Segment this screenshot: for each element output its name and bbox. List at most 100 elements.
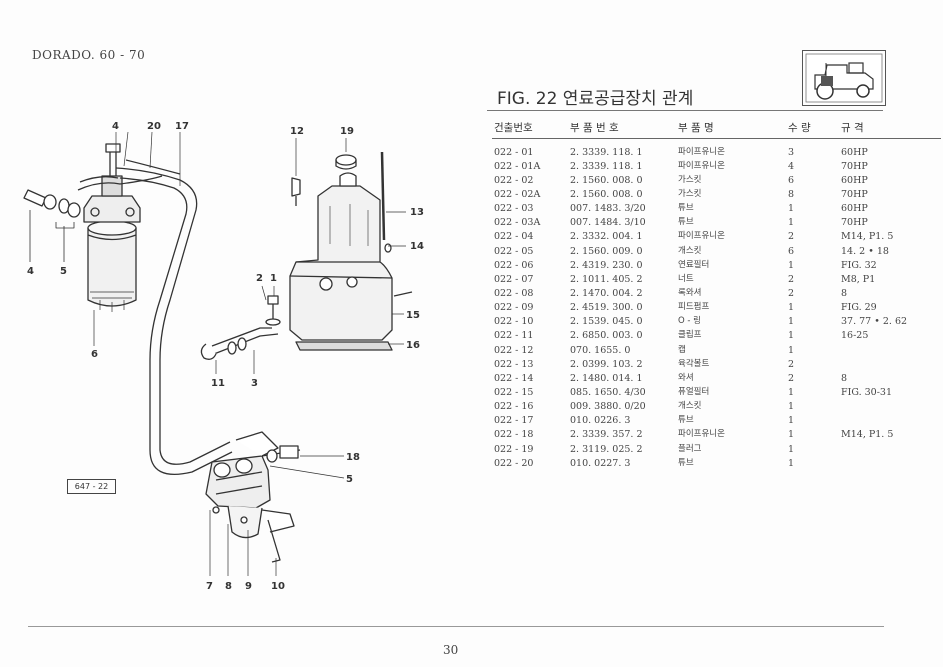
cell-part-number: 2. 6850. 003. 0 (570, 330, 643, 342)
callout-6: 6 (91, 349, 98, 360)
left-pipe-unions (23, 189, 81, 262)
cell-part-name: 퓨얼필터 (678, 386, 710, 397)
callout-13: 13 (410, 207, 424, 218)
cell-part-number: 2. 3339. 118. 1 (570, 160, 643, 172)
cell-part-number: 009. 3880. 0/20 (570, 401, 646, 413)
cell-quantity: 1 (788, 457, 795, 469)
cell-quantity: 2 (788, 372, 795, 384)
cell-quantity: 2 (788, 231, 795, 243)
cell-spec: 16-25 (841, 330, 869, 342)
cell-ref-number: 022 - 01A (494, 160, 541, 172)
cell-quantity: 1 (788, 203, 795, 215)
cell-quantity: 2 (788, 273, 795, 285)
cell-spec: M8, P1 (841, 273, 876, 285)
callout-5-right: 5 (346, 474, 353, 485)
cell-part-name: 튜브 (678, 457, 694, 468)
tractor-thumbnail (802, 50, 886, 106)
cell-part-name: 파이프유니온 (678, 231, 725, 242)
cell-quantity: 1 (788, 330, 795, 342)
cell-quantity: 1 (788, 401, 795, 413)
cell-part-number: 2. 0399. 103. 2 (570, 358, 643, 370)
cell-spec: 70HP (841, 188, 868, 200)
column-header-part-number: 부 품 번 호 (570, 121, 619, 134)
callout-20b: 20 (147, 121, 161, 132)
cell-part-name: 캡 (678, 344, 686, 355)
cell-spec: 14. 2 • 18 (841, 245, 889, 257)
cell-part-number: 2. 3119. 025. 2 (570, 443, 643, 455)
cell-part-name: 파이프유니온 (678, 160, 725, 171)
cell-spec: 60HP (841, 174, 868, 186)
cell-part-number: 2. 1539. 045. 0 (570, 316, 643, 328)
cell-ref-number: 022 - 20 (494, 457, 534, 469)
callout-8: 8 (225, 581, 232, 592)
cell-part-name: 개스킷 (678, 401, 702, 412)
page-number: 30 (443, 643, 459, 657)
cell-ref-number: 022 - 13 (494, 358, 534, 370)
cell-ref-number: 022 - 11 (494, 330, 534, 342)
callout-3: 3 (251, 378, 258, 389)
figure-title: FIG. 22 연료공급장치 관계 (497, 89, 694, 109)
cell-part-number: 2. 1470. 004. 2 (570, 287, 643, 299)
callout-14: 14 (410, 241, 424, 252)
cell-quantity: 6 (788, 245, 795, 257)
cell-spec: FIG. 30-31 (841, 386, 893, 398)
cell-ref-number: 022 - 14 (494, 372, 534, 384)
cell-spec: 8 (841, 372, 848, 384)
cell-part-name: O - 링 (678, 316, 701, 327)
cell-ref-number: 022 - 19 (494, 443, 534, 455)
cell-part-name: 플러그 (678, 443, 702, 454)
cell-quantity: 1 (788, 429, 795, 441)
cell-part-number: 070. 1655. 0 (570, 344, 631, 356)
fuel-filter-part (83, 143, 141, 312)
cell-ref-number: 022 - 02 (494, 174, 534, 186)
cell-ref-number: 022 - 05 (494, 245, 534, 257)
callout-labels: 4 20 17 12 19 13 14 4 5 2 1 15 16 6 11 3… (27, 121, 424, 592)
cell-quantity: 2 (788, 287, 795, 299)
table-header-row: 건출번호 부 품 번 호 부 품 명 수 량 규 격 (492, 116, 941, 139)
cell-part-number: 007. 1484. 3/10 (570, 217, 646, 229)
cell-ref-number: 022 - 08 (494, 287, 534, 299)
cell-part-name: 튜브 (678, 415, 694, 426)
leader-lines (93, 131, 406, 576)
bolt-and-tube-parts (200, 295, 281, 360)
feed-pump-part (205, 431, 301, 563)
cell-part-name: 튜브 (678, 203, 694, 214)
cell-part-number: 2. 1480. 014. 1 (570, 372, 643, 384)
cell-part-name: 피드펌프 (678, 302, 710, 313)
callout-2: 2 (256, 273, 263, 284)
cell-quantity: 1 (788, 344, 795, 356)
cell-spec: FIG. 32 (841, 259, 877, 271)
cell-part-number: 2. 1011. 405. 2 (570, 273, 643, 285)
cell-ref-number: 022 - 01 (494, 146, 534, 158)
callout-18: 18 (346, 452, 360, 463)
plug-part (291, 177, 301, 206)
column-header-quantity: 수 량 (788, 121, 811, 134)
cell-quantity: 1 (788, 259, 795, 271)
callout-5-left: 5 (60, 266, 67, 277)
cell-part-name: 연료필터 (678, 259, 710, 270)
callout-15: 15 (406, 310, 420, 321)
column-header-spec: 규 격 (841, 121, 864, 134)
cell-spec: 8 (841, 287, 848, 299)
cell-quantity: 3 (788, 146, 795, 158)
cell-part-number: 007. 1483. 3/20 (570, 203, 646, 215)
cell-spec: 60HP (841, 203, 868, 215)
callout-10: 10 (271, 581, 285, 592)
cell-part-name: 튜브 (678, 217, 694, 228)
cell-part-name: 파이프유니온 (678, 429, 725, 440)
cell-part-name: 너트 (678, 273, 694, 284)
cell-quantity: 2 (788, 358, 795, 370)
document-header: DORADO. 60 - 70 (32, 48, 146, 62)
